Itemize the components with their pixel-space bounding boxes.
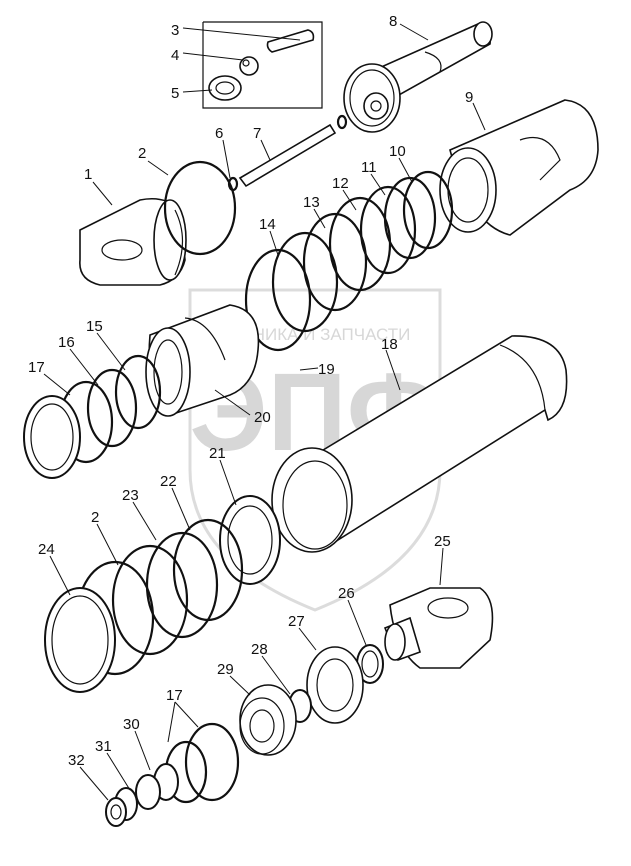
callout-30: 30 [123, 716, 140, 733]
callout-31: 31 [95, 738, 112, 755]
watermark-top-text: ТЕХНИКА И ЗАПЧАСТИ [220, 325, 411, 344]
callout-3: 3 [171, 22, 179, 39]
pin-ring-6 [227, 176, 239, 192]
callout-19: 19 [318, 361, 335, 378]
callout-17-left: 17 [28, 359, 45, 376]
small-seals-30-32 [105, 722, 240, 827]
callout-18: 18 [381, 336, 398, 353]
callout-28: 28 [251, 641, 268, 658]
detail-box [202, 21, 323, 109]
callout-24: 24 [38, 541, 55, 558]
rod-eye-1 [79, 197, 187, 286]
callout-11: 11 [361, 159, 377, 176]
callout-8: 8 [389, 13, 397, 30]
callout-7: 7 [253, 125, 261, 142]
callout-10: 10 [389, 143, 406, 160]
callout-21: 21 [209, 445, 226, 462]
callout-12: 12 [332, 175, 349, 192]
callout-2-top: 2 [138, 145, 146, 162]
callout-26: 26 [338, 585, 355, 602]
callout-23: 23 [122, 487, 139, 504]
callout-32: 32 [68, 752, 85, 769]
cylinder-eye-25 [383, 587, 494, 669]
ring-group-21-24 [44, 495, 281, 693]
callout-1: 1 [84, 166, 92, 183]
callout-5: 5 [171, 85, 179, 102]
piston-19-20 [145, 304, 260, 417]
ring-2-top [163, 160, 237, 256]
leader-lines [43, 23, 486, 801]
ring-group-15-17 [23, 354, 162, 479]
piston-rod-8 [343, 21, 493, 133]
callout-25: 25 [434, 533, 451, 550]
cylinder-barrel-18 [271, 335, 568, 553]
callout-20: 20 [254, 409, 271, 426]
callout-16: 16 [58, 334, 75, 351]
callout-27: 27 [288, 613, 305, 630]
callout-29: 29 [217, 661, 234, 678]
callout-17-bottom: 17 [166, 687, 183, 704]
callout-labels: 3 4 5 8 9 1 2 6 7 10 11 12 13 14 15 16 1… [28, 13, 473, 769]
callout-2-bottom: 2 [91, 509, 99, 526]
callout-22: 22 [160, 473, 177, 490]
callout-14: 14 [259, 216, 276, 233]
pin-7 [238, 123, 337, 188]
callout-15: 15 [86, 318, 103, 335]
callout-6: 6 [215, 125, 223, 142]
callout-4: 4 [171, 47, 179, 64]
gland-parts-26-29 [239, 644, 384, 756]
guide-bushing-9 [439, 99, 599, 236]
callout-9: 9 [465, 89, 473, 106]
callout-13: 13 [303, 194, 320, 211]
small-ring [336, 114, 348, 130]
